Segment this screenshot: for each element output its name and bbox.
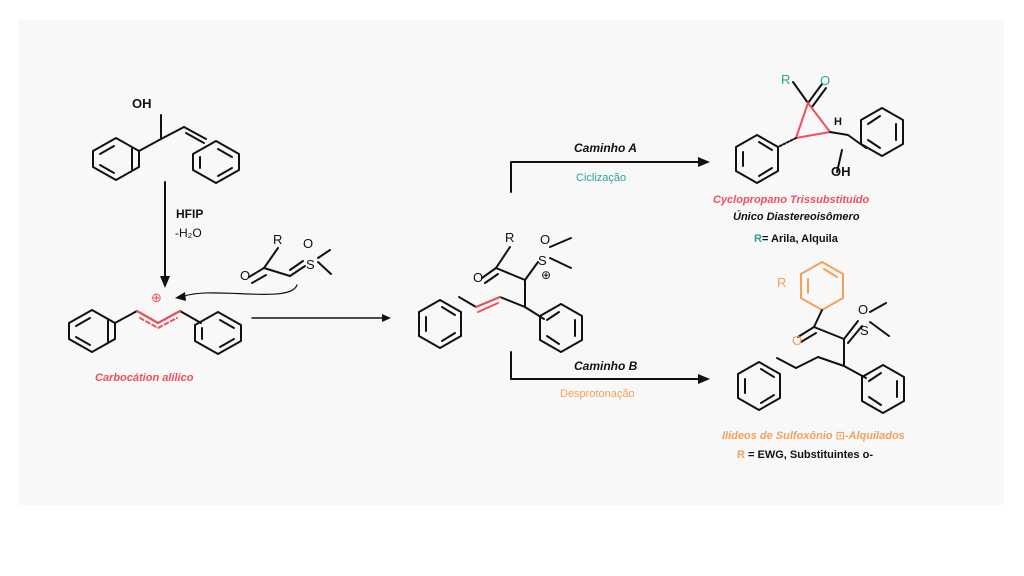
diagram-canvas <box>18 20 1004 505</box>
allyl-highlight <box>136 310 181 325</box>
benzene-ring <box>861 364 905 414</box>
alkene-highlight <box>475 296 501 308</box>
oxygen-label: O <box>473 270 484 285</box>
oxygen-label: O <box>792 333 803 348</box>
path-a-process: Ciclização <box>576 172 627 184</box>
r-group-label: R <box>777 275 787 290</box>
sulfur-label: S <box>538 253 547 268</box>
positive-charge: ⊕ <box>541 268 552 282</box>
ylide-product-structure <box>737 302 905 414</box>
hydrogen-label: H <box>834 116 842 128</box>
oxygen-label: O <box>240 268 251 283</box>
sulfur-label: S <box>860 323 869 338</box>
positive-charge: ⊕ <box>151 290 162 305</box>
hfip-label: HFIP <box>176 207 204 221</box>
r-group-label: R <box>505 230 515 245</box>
water-loss-label: -H₂O <box>175 226 202 240</box>
sulfur-label: S <box>306 257 315 272</box>
starting-alcohol-structure <box>92 114 240 184</box>
r-text: = Arila, Alquila <box>761 233 838 245</box>
benzene-ring <box>860 107 904 157</box>
benzene-ring <box>737 361 781 411</box>
r-group-label: R <box>781 72 791 87</box>
r-prefix: R <box>737 449 745 461</box>
hydroxyl-label: OH <box>132 96 152 111</box>
r-text: = EWG, Substituintes o- <box>744 449 873 461</box>
benzene-ring <box>418 299 462 349</box>
path-b-process: Desprotonação <box>560 388 635 400</box>
oxygen-label: O <box>540 232 551 247</box>
ylide-reagent-structure <box>248 247 332 284</box>
oxygen-label: O <box>858 302 869 317</box>
oxygen-label: O <box>303 236 314 251</box>
ylide-attack-arrow <box>181 284 298 298</box>
hydroxyl-label: OH <box>831 164 851 179</box>
ylide-product-title: Ilídeos de Sulfoxônio ⊡-Alquilados <box>722 430 905 442</box>
path-a-label: Caminho A <box>574 141 637 155</box>
benzene-ring <box>192 140 240 184</box>
ylide-r-definition: R = EWG, Substituintes o- <box>737 449 873 461</box>
carbocation-caption: Carbocátion alílico <box>95 372 194 384</box>
benzene-ring <box>539 303 583 353</box>
path-b-arrow <box>510 351 699 380</box>
r-group-label: R <box>273 232 283 247</box>
oxygen-label: O <box>820 73 831 88</box>
cyclopropane-product-structure <box>735 81 904 184</box>
carbocation-structure <box>68 309 242 355</box>
cyclopropane-title: Cyclopropano Trissubstituído <box>713 194 870 206</box>
cyclopropane-r-definition: R= Arila, Alquila <box>754 233 838 245</box>
cyclopropane-subtitle: Único Diastereoisômero <box>733 211 860 223</box>
central-product-structure <box>418 237 583 353</box>
path-a-arrow <box>510 161 699 193</box>
path-b-label: Caminho B <box>574 359 638 373</box>
cyclopropane-ring <box>794 100 832 140</box>
benzene-ring <box>194 311 242 355</box>
r-prefix: R <box>754 233 762 245</box>
